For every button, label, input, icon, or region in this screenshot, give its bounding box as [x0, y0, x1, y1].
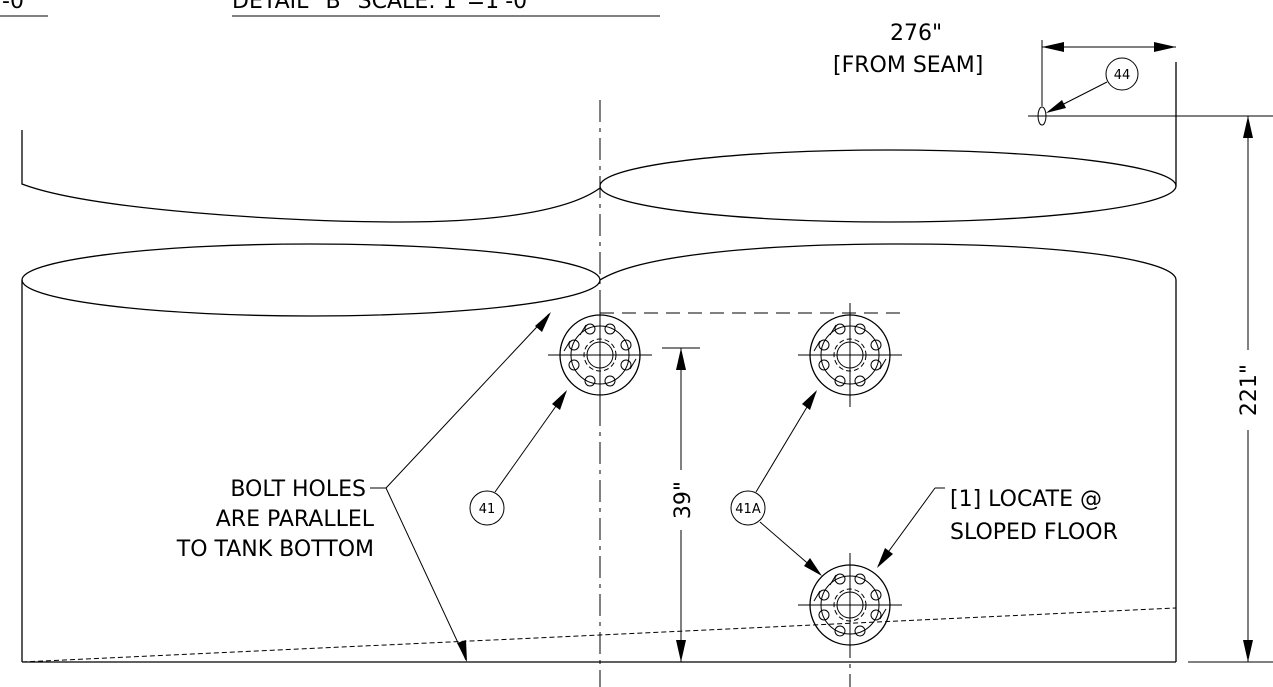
detail-header: -0" DETAIL "B" SCALE: 1"=1'-0"	[0, 0, 660, 17]
locate-line-2: SLOPED FLOOR	[950, 520, 1118, 545]
dimension-276-note: [FROM SEAM]	[833, 53, 983, 78]
dimension-276-value: 276"	[890, 21, 942, 46]
nozzle-41a-upper-flange	[797, 302, 903, 408]
locate-note: [1] LOCATE @ SLOPED FLOOR	[877, 487, 1118, 568]
locate-line-1: [1] LOCATE @	[950, 487, 1102, 512]
upper-tank-outline	[21, 62, 1177, 223]
sloped-floor-line	[21, 607, 1177, 663]
callout-44: 44	[1046, 57, 1139, 113]
upper-right-tank-top	[599, 149, 1177, 223]
lower-left-tank-top	[21, 243, 601, 317]
nozzle-41-flange	[547, 302, 653, 408]
callout-41a: 41A	[730, 390, 822, 576]
bolt-holes-line-1: BOLT HOLES	[230, 477, 366, 502]
bolt-holes-line-2: ARE PARALLEL	[216, 507, 375, 532]
bolt-holes-line-3: TO TANK BOTTOM	[176, 537, 374, 562]
callout-44-label: 44	[1114, 68, 1131, 83]
dimension-39-value: 39"	[671, 481, 696, 519]
dimension-221-value: 221"	[1237, 364, 1262, 416]
left-header-fragment: -0"	[2, 0, 34, 14]
callout-41a-label: 41A	[735, 502, 761, 517]
nozzle-44-marker	[1028, 40, 1273, 126]
lower-tank-outline	[21, 243, 1177, 663]
detail-title: DETAIL "B" SCALE: 1"=1'-0"	[232, 0, 537, 14]
dimension-39: 39"	[662, 347, 700, 663]
callout-41-label: 41	[479, 502, 496, 517]
dimension-276-from-seam: 276" [FROM SEAM]	[833, 21, 1176, 78]
bolt-holes-note: BOLT HOLES ARE PARALLEL TO TANK BOTTOM	[176, 312, 551, 662]
callout-41: 41	[469, 390, 567, 526]
dimension-221: 221"	[1188, 116, 1273, 663]
